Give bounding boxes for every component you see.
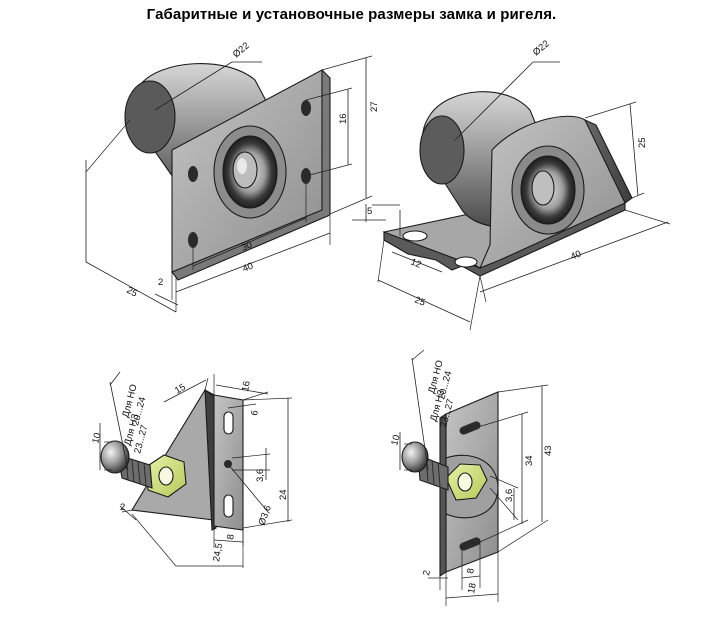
lock-bracket-view: Ø22 25 5 12 40 25 [352, 38, 671, 331]
dim-lock-flange-d: Ø22 [231, 40, 252, 60]
striker-flat-nut-bore [457, 472, 473, 492]
striker-flat-slot-top [459, 421, 481, 435]
striker-angle-slot-top [223, 411, 234, 435]
dim-angle-offset: 15 [173, 382, 188, 397]
dim-flat-hole-pitch: 3,6 [504, 489, 515, 502]
dim-angle-slot: 6 [249, 409, 261, 416]
dim-lock-bracket-depth: 25 [413, 295, 427, 309]
lock-bracket-slot-b [454, 256, 478, 268]
dim-lock-bracket-lug: 12 [409, 257, 423, 271]
striker-flat-slot-bottom [459, 537, 481, 551]
mount-hole-tr [301, 100, 311, 116]
striker-flat-ball [401, 441, 429, 473]
dim-lock-flange-w-inner: 30 [240, 240, 254, 254]
dim-lock-flange-w-outer: 40 [241, 261, 255, 275]
striker-flat-view: Для НО 20...24 Для НЗ 23...27 10 43 34 3… [389, 349, 554, 606]
striker-flat-plate-edge [439, 412, 447, 578]
dim-angle-width: 16 [240, 380, 253, 392]
lock-flange-view: Ø22 27 16 30 40 25 2 [85, 40, 380, 313]
dim-flat-base: 8 [465, 567, 477, 574]
striker-angle-nut-bore [158, 466, 174, 486]
lock-bracket-bolt [531, 170, 555, 206]
dim-lock-flange-h-inner: 16 [338, 113, 349, 124]
lock-bracket-cylinder-back [419, 115, 465, 185]
dim-lock-flange-depth: 25 [125, 285, 140, 300]
dim-lock-bracket-height: 25 [637, 137, 648, 148]
dim-angle-hole-pitch: 3,6 [255, 469, 266, 482]
lock-bracket-slot-a [402, 230, 428, 242]
dim-angle-height: 24 [278, 489, 289, 500]
striker-angle-slot-bottom [223, 494, 234, 518]
dim-angle-thickness: 2 [120, 502, 125, 513]
page-title: Габаритные и установочные размеры замка … [146, 6, 557, 23]
dim-flat-h-inner: 34 [524, 455, 535, 466]
lock-flange-cylinder-back [124, 80, 176, 154]
dim-flat-thickness: 2 [421, 569, 433, 576]
striker-angle-ball [100, 440, 130, 474]
mount-hole-bl [188, 232, 198, 248]
striker-angle-plate-side [204, 388, 217, 531]
striker-angle-view: Для НО 20...24 Для НЗ 23...27 10 15 16 6… [90, 371, 293, 568]
dim-lock-flange-h-outer: 27 [369, 101, 380, 112]
lock-flange-bolt-highlight [237, 158, 247, 174]
dim-angle-pin: 10 [90, 432, 103, 445]
dim-angle-depth: 24,5 [211, 542, 225, 562]
dim-angle-base: 8 [225, 533, 237, 540]
dim-flat-h-outer: 43 [543, 445, 554, 456]
dim-lock-bracket-width: 40 [569, 249, 583, 263]
dim-lock-flange-thickness: 2 [158, 277, 163, 288]
dim-lock-bracket-slot: 5 [367, 206, 372, 217]
mount-hole-tl [188, 166, 198, 182]
dim-flat-pin: 10 [389, 434, 402, 447]
dim-lock-bracket-d: Ø22 [531, 38, 552, 58]
dim-flat-width: 18 [466, 582, 479, 594]
